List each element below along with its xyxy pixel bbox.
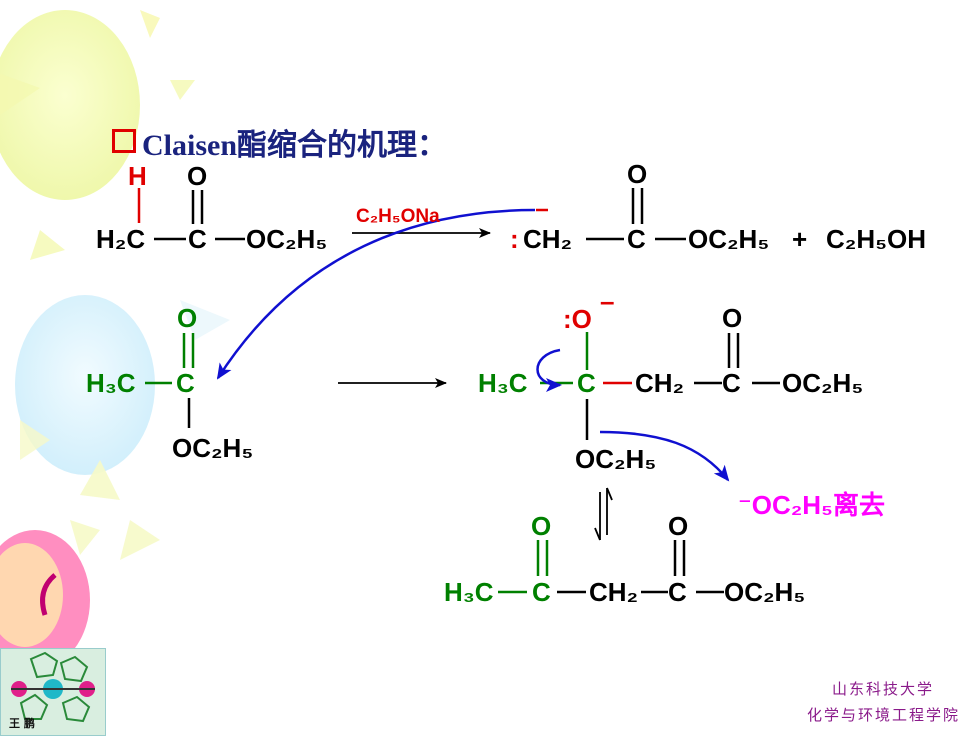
product-h3c: H₃C — [444, 577, 494, 607]
leaving-group-arrow — [599, 430, 730, 482]
reactant-bonds — [137, 188, 245, 241]
reactant-o: O — [187, 161, 207, 191]
product-oc2h5: OC₂H₅ — [724, 577, 805, 607]
ester-c: C — [176, 368, 195, 398]
reactant-h: H — [128, 161, 147, 191]
reagent-label: C₂H₅ONa — [356, 206, 440, 227]
plus-sign: + — [792, 224, 807, 254]
enolate-c: C — [627, 224, 646, 254]
enolate-oc2h5: OC₂H₅ — [688, 224, 769, 254]
enolate-ch2: CH₂ — [523, 224, 572, 254]
slide-title: Claisen酯缩合的机理： — [112, 120, 447, 164]
decor-blue-balloon — [15, 295, 230, 500]
intermediate-oc2h5: OC₂H₅ — [782, 368, 863, 398]
ethanol: C₂H₅OH — [826, 224, 926, 254]
equilibrium-arrow — [594, 487, 613, 541]
author-name: 王 鹏 — [9, 717, 35, 730]
reactant-oc2h5: OC₂H₅ — [246, 224, 327, 254]
electron-push-arrow — [536, 348, 562, 392]
decor-yellow-balloon — [0, 10, 195, 260]
intermediate-c2: C — [722, 368, 741, 398]
enolate-colon: : — [510, 224, 519, 254]
product-ch2: CH₂ — [589, 577, 638, 607]
footer-school: 化学与环境工程学院 — [806, 706, 960, 724]
title-bullet-icon — [112, 129, 136, 153]
intermediate-ch2: CH₂ — [635, 368, 684, 398]
product-c2: C — [668, 577, 687, 607]
leaving-group-label: ⁻OC₂H₅离去 — [738, 490, 885, 520]
decor-pink-balloon — [0, 520, 160, 670]
slide-title-text: Claisen酯缩合的机理： — [142, 129, 448, 162]
product-c1: C — [532, 577, 551, 607]
enolate-bonds — [536, 188, 686, 241]
intermediate-oc2h5-bottom: OC₂H₅ — [575, 444, 656, 474]
intermediate-alkoxide: :O — [563, 304, 592, 334]
reactant-h2c: H₂C — [96, 224, 145, 254]
ester-bonds — [145, 333, 195, 428]
reactant-c: C — [188, 224, 207, 254]
ester-h3c: H₃C — [86, 368, 136, 398]
product-o2: O — [668, 511, 688, 541]
molecule-logo-icon — [11, 651, 95, 723]
intermediate-h3c: H₃C — [478, 368, 528, 398]
enolate-o: O — [627, 159, 647, 189]
intermediate-bonds — [540, 332, 780, 440]
author-badge: 王 鹏 — [0, 648, 106, 736]
nucleophilic-attack-arrow — [216, 208, 536, 380]
intermediate-c: C — [577, 368, 596, 398]
product-bonds — [498, 540, 724, 594]
footer-university: 山东科技大学 — [831, 680, 934, 698]
intermediate-charge: – — [600, 286, 614, 316]
ester-o: O — [177, 303, 197, 333]
ester-oc2h5: OC₂H₅ — [172, 433, 253, 463]
intermediate-o: O — [722, 303, 742, 333]
product-o1: O — [531, 511, 551, 541]
